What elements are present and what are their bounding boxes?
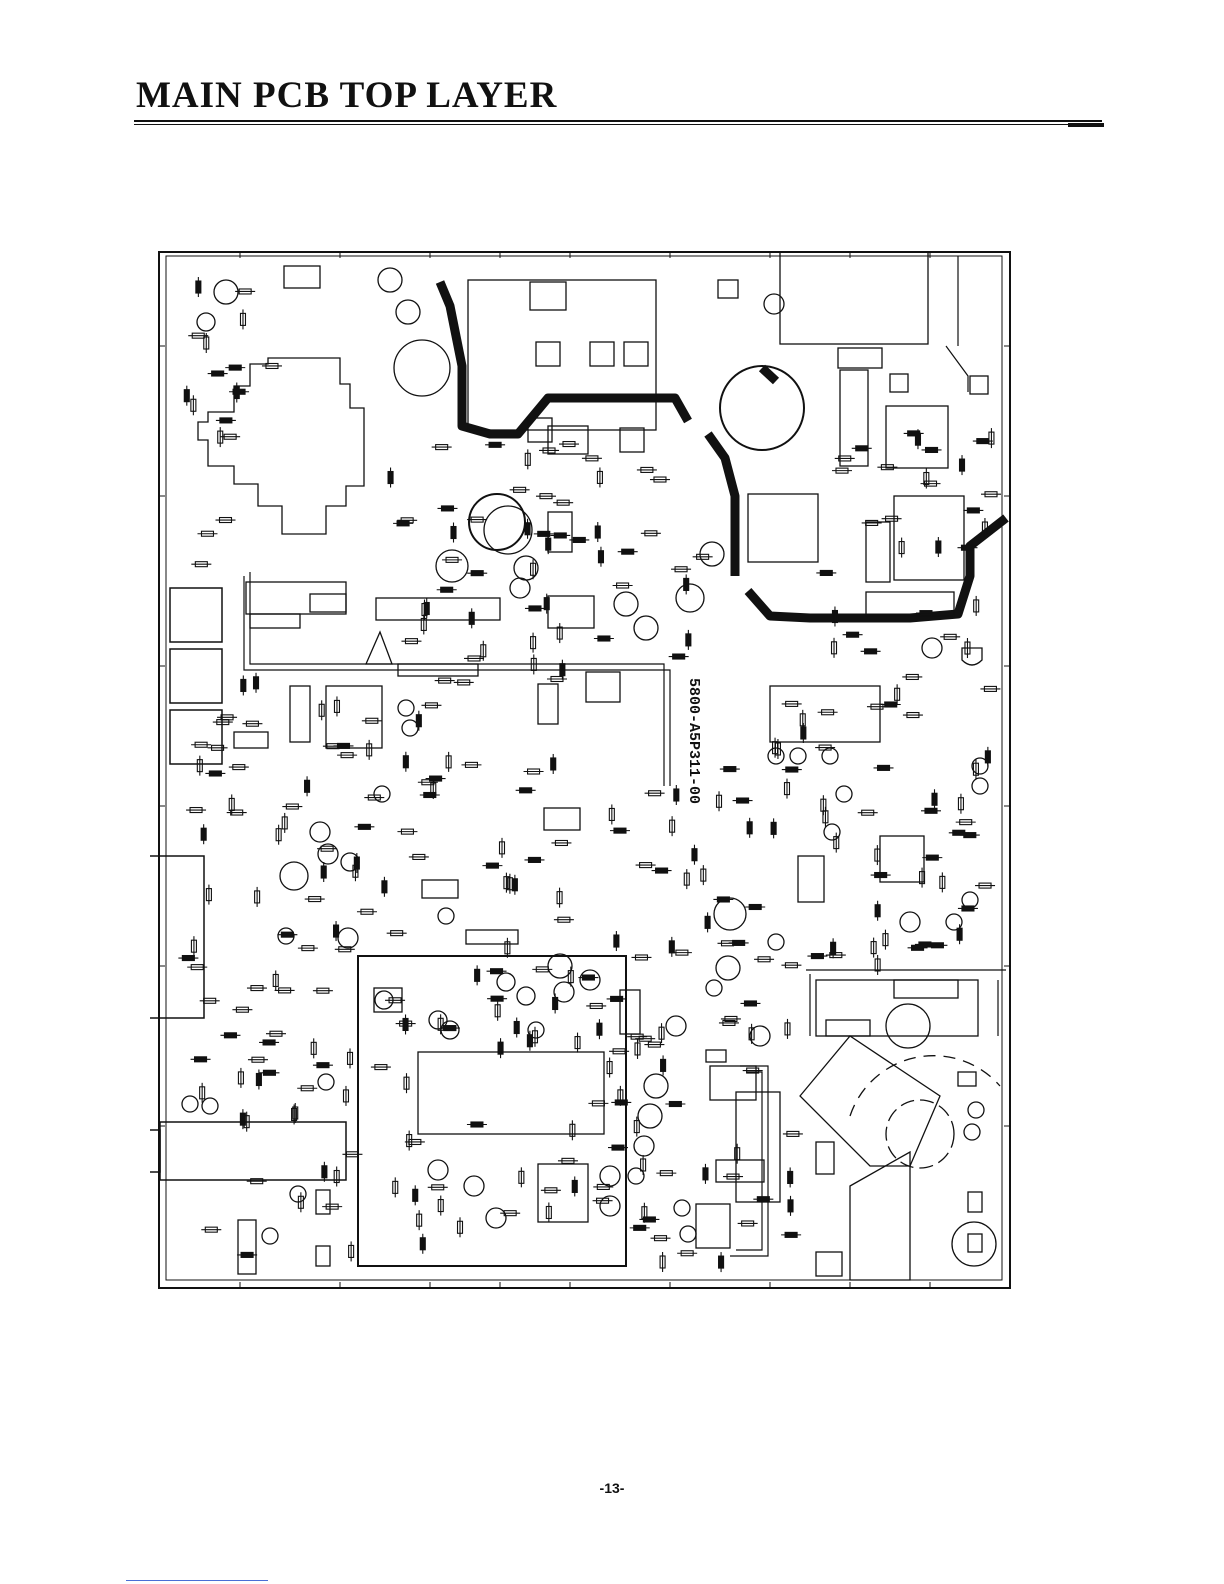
passive-components <box>178 277 1001 1272</box>
footer-link-underline <box>126 1580 268 1581</box>
board-part-number: 5800-A5P311-00 <box>685 678 702 804</box>
left-edge-connectors <box>150 588 346 1180</box>
pcb-layout-diagram: 5800-A5P311-00 <box>150 246 1020 1296</box>
title-rule-tab <box>1068 123 1104 127</box>
title-rule <box>134 120 1102 125</box>
heavy-traces <box>440 282 1006 618</box>
page-title: MAIN PCB TOP LAYER <box>136 74 557 117</box>
page-number: -13- <box>0 1480 1224 1496</box>
